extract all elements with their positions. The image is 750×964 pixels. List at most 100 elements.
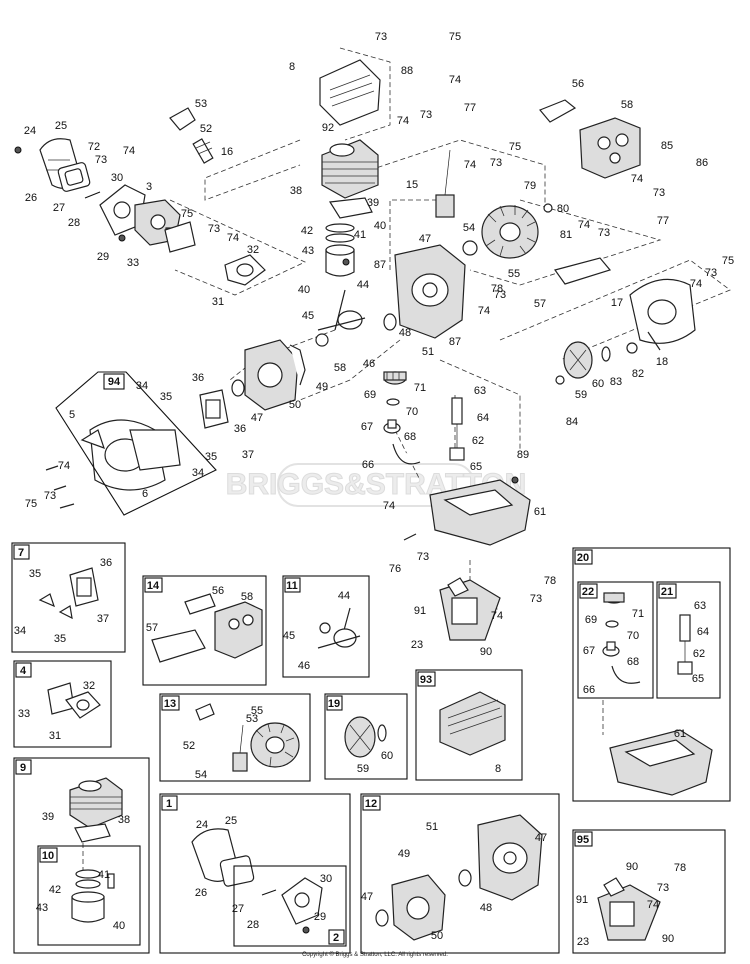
callout-73: 73: [490, 157, 502, 169]
callout-69: 69: [585, 614, 597, 626]
callout-47: 47: [251, 412, 263, 424]
box-9-cylinder: [69, 777, 123, 843]
ignition-module: [435, 149, 455, 218]
trigger-91: [447, 577, 469, 597]
clutch-assembly: [563, 341, 593, 379]
box-11-number: 11: [286, 580, 298, 592]
callout-70: 70: [627, 630, 639, 642]
callout-52: 52: [200, 123, 212, 135]
callout-31: 31: [212, 296, 224, 308]
callout-36: 36: [100, 557, 112, 569]
box-7-badge: [13, 544, 30, 560]
screw-29: [118, 234, 126, 242]
callout-43: 43: [302, 245, 314, 257]
callout-87: 87: [374, 259, 386, 271]
callout-74: 74: [631, 173, 643, 185]
flywheel: [481, 205, 539, 259]
callout-86: 86: [696, 157, 708, 169]
box-95-frame: [572, 829, 726, 954]
callout-41: 41: [98, 869, 110, 881]
callout-3: 3: [146, 181, 152, 193]
callout-73: 73: [420, 109, 432, 121]
heat-shield: [554, 257, 612, 285]
box-21-primer: [677, 614, 693, 675]
callout-90: 90: [662, 933, 674, 945]
callout-85: 85: [661, 140, 673, 152]
callout-34: 34: [136, 380, 148, 392]
filter-cap: [383, 419, 401, 434]
box-4-intake: [47, 682, 101, 719]
box-20-number: 20: [577, 552, 589, 564]
box-19-badge: [326, 695, 343, 711]
box-21-number: 21: [661, 586, 673, 598]
callout-78: 78: [674, 862, 686, 874]
spark-plug: [192, 138, 214, 164]
callout-61: 61: [674, 728, 686, 740]
callout-61: 61: [534, 506, 546, 518]
callout-47: 47: [419, 233, 431, 245]
box-20-fuel-tank: [609, 729, 713, 796]
fuel-line-66: [392, 443, 421, 465]
callout-15: 15: [406, 179, 418, 191]
box-12-badge: [362, 795, 381, 811]
gasket-49: [289, 344, 306, 386]
muffler-cover: [319, 59, 381, 126]
callout-34: 34: [192, 467, 204, 479]
callout-33: 33: [18, 708, 30, 720]
callout-84: 84: [566, 416, 578, 428]
box-9-badge: [15, 759, 32, 775]
callout-50: 50: [431, 930, 443, 942]
box-11-badge: [284, 577, 301, 593]
callout-78: 78: [491, 283, 503, 295]
callout-68: 68: [404, 431, 416, 443]
callout-17: 17: [611, 297, 623, 309]
callout-28: 28: [68, 217, 80, 229]
cylinder: [321, 139, 379, 199]
seal-47: [231, 379, 245, 397]
box-10-badge: [39, 847, 58, 863]
box-11-crankshaft: [317, 607, 361, 649]
callout-48: 48: [480, 902, 492, 914]
crankshaft-assembly: [317, 289, 366, 331]
recoil-gasket: [129, 429, 181, 471]
spring-18: [647, 331, 661, 351]
callout-41: 41: [354, 229, 366, 241]
box-95-throttle: [597, 877, 661, 941]
callout-81: 81: [560, 229, 572, 241]
bolt-group-left: [45, 465, 75, 509]
callout-56: 56: [572, 78, 584, 90]
box-1-air-cleaner: [191, 828, 255, 887]
callout-75: 75: [722, 255, 734, 267]
callout-25: 25: [225, 815, 237, 827]
box-9-frame: [13, 757, 150, 954]
callout-58: 58: [334, 362, 346, 374]
callout-47: 47: [535, 832, 547, 844]
callout-55: 55: [251, 705, 263, 717]
callout-73: 73: [95, 154, 107, 166]
callout-44: 44: [338, 590, 350, 602]
callout-26: 26: [195, 887, 207, 899]
callout-73: 73: [375, 31, 387, 43]
callout-64: 64: [697, 626, 709, 638]
fuel-cap: [383, 371, 407, 385]
callout-59: 59: [357, 763, 369, 775]
callout-66: 66: [583, 684, 595, 696]
callout-76: 76: [389, 563, 401, 575]
piston-ring-upper: [325, 223, 355, 233]
callout-92: 92: [322, 122, 334, 134]
callout-73: 73: [208, 223, 220, 235]
callout-54: 54: [195, 769, 207, 781]
callout-89: 89: [517, 449, 529, 461]
callout-73: 73: [657, 882, 669, 894]
box-13-badge: [161, 695, 180, 711]
screw-24: [14, 146, 22, 154]
callout-75: 75: [181, 208, 193, 220]
callout-47: 47: [361, 891, 373, 903]
callout-24: 24: [196, 819, 208, 831]
fuel-tank: [429, 479, 531, 546]
callout-74: 74: [383, 500, 395, 512]
box-10-piston: [71, 869, 115, 923]
callout-77: 77: [464, 102, 476, 114]
callout-74: 74: [690, 278, 702, 290]
